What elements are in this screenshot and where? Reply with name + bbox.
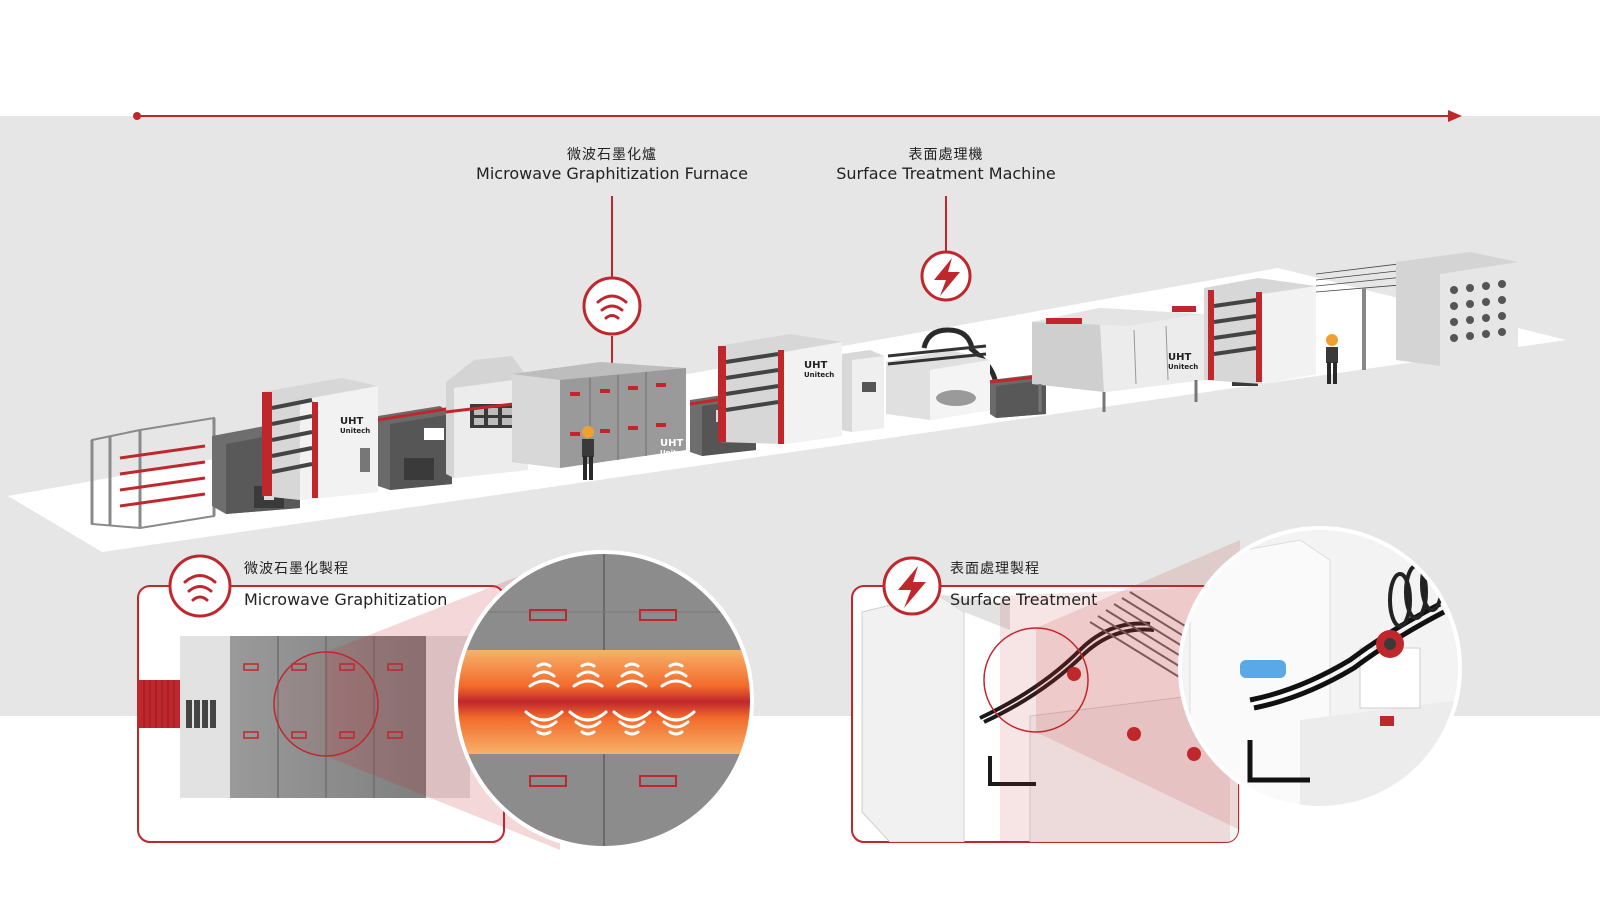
svg-text:UHT: UHT: [804, 360, 827, 371]
microwave-zoom-circle: [454, 550, 754, 850]
microwave-waves-icon: [582, 276, 642, 336]
sizing-unit: [1204, 278, 1316, 384]
svg-text:Unitech: Unitech: [804, 371, 834, 379]
svg-text:UHT: UHT: [340, 416, 363, 427]
station-label-en: Surface Treatment Machine: [836, 164, 1056, 183]
station-label-surface: 表面處理機 Surface Treatment Machine: [806, 146, 1086, 184]
control-cabinet: [842, 350, 884, 432]
take-up-winder: [1315, 252, 1518, 370]
drying-oven: UHT Unitech: [1032, 306, 1258, 412]
operator-figure-1: [582, 426, 594, 480]
surface-treatment-machine: [886, 327, 1047, 420]
svg-text:Unitech: Unitech: [1168, 363, 1198, 371]
pre-treatment-unit-2: [377, 406, 453, 490]
svg-text:UHT: UHT: [660, 438, 683, 449]
process-direction-arrow: [133, 110, 1462, 122]
microwave-graphitization-furnace-machine: UHT Unitech: [512, 362, 690, 468]
panel-title-zh: 表面處理製程: [950, 561, 1040, 577]
microwave-waves-icon: [168, 554, 232, 618]
panel-title-zh: 微波石墨化製程: [244, 561, 349, 577]
panel-title-en: Microwave Graphitization: [244, 590, 448, 609]
surface-treatment-zoom-circle: [1178, 526, 1462, 810]
station-label-zh: 微波石墨化爐: [567, 147, 657, 163]
station-label-en: Microwave Graphitization Furnace: [476, 164, 748, 183]
lightning-bolt-icon: [920, 250, 972, 302]
carbonization-oven: UHT Unitech: [718, 334, 842, 444]
uht-badge-1: UHT Unitech: [340, 416, 370, 435]
uht-badge-4: UHT Unitech: [1168, 352, 1198, 371]
operator-figure-2: [1326, 334, 1338, 384]
uht-badge-2: UHT Unitech: [660, 438, 690, 457]
oxidation-oven-1: UHT Unitech: [262, 378, 378, 500]
panel-title-microwave: 微波石墨化製程 Microwave Graphitization: [244, 560, 447, 610]
panel-title-en: Surface Treatment: [950, 590, 1098, 609]
station-label-furnace: 微波石墨化爐 Microwave Graphitization Furnace: [462, 146, 762, 184]
uht-badge-3: UHT Unitech: [804, 360, 834, 379]
station-label-zh: 表面處理機: [908, 147, 984, 163]
detail-panel-microwave: [137, 560, 560, 850]
lightning-bolt-icon: [882, 556, 942, 616]
svg-text:Unitech: Unitech: [340, 427, 370, 435]
exhaust-hood-unit: [445, 356, 531, 478]
svg-text:UHT: UHT: [1168, 352, 1191, 363]
svg-text:Unitech: Unitech: [660, 449, 690, 457]
panel-title-surface: 表面處理製程 Surface Treatment: [950, 560, 1097, 610]
